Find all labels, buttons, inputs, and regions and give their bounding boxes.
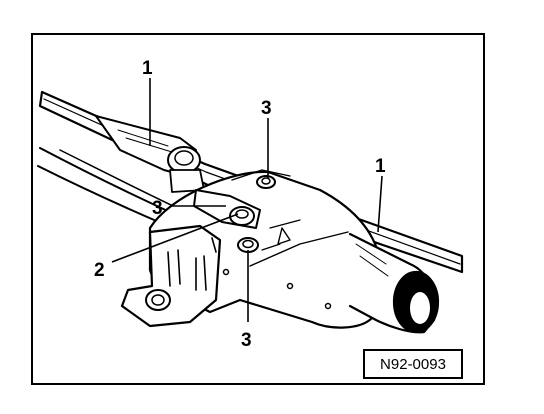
callout-3-top: 3 (261, 98, 272, 119)
callout-1-right: 1 (375, 156, 386, 177)
motor-housing-rib-2 (249, 231, 349, 267)
housing-rivet-1 (222, 268, 230, 276)
motor-housing-rib-1 (231, 169, 291, 181)
pivot-nut-top (256, 175, 276, 189)
callout-2: 2 (94, 260, 105, 281)
crank-pivot (229, 206, 255, 226)
bracket-hole (145, 289, 171, 311)
motor-housing-rib-3 (261, 219, 301, 251)
leader-2 (111, 213, 239, 263)
motor-cylinder-shading (355, 243, 389, 277)
wiper-assembly-illustration (37, 90, 464, 334)
leader-1-right (377, 175, 383, 233)
bracket-slot-1 (167, 249, 181, 287)
housing-rivet-3 (324, 302, 332, 310)
callout-3-left: 3 (152, 198, 163, 219)
bracket-slot-2 (195, 255, 207, 291)
wiper-arm-left-shade (117, 129, 173, 153)
motor-end-cap-highlight (410, 292, 430, 324)
reference-code: N92-0093 (380, 356, 446, 373)
reference-code-box (363, 349, 463, 379)
housing-rivet-2 (286, 282, 294, 290)
diagram-border (31, 33, 485, 385)
pivot-nut-bottom-inner (242, 239, 254, 249)
callout-3-bottom: 3 (241, 330, 252, 351)
bracket-slot-3 (211, 237, 217, 253)
bracket-hole-inner (151, 294, 165, 306)
pivot-nut-top-inner (261, 177, 271, 185)
housing-notch (277, 227, 291, 245)
linkage-bar-highlight (43, 98, 461, 265)
pivot-cap-left-inner (174, 150, 194, 166)
callout-1-left: 1 (142, 58, 153, 79)
leader-lines (111, 78, 383, 322)
